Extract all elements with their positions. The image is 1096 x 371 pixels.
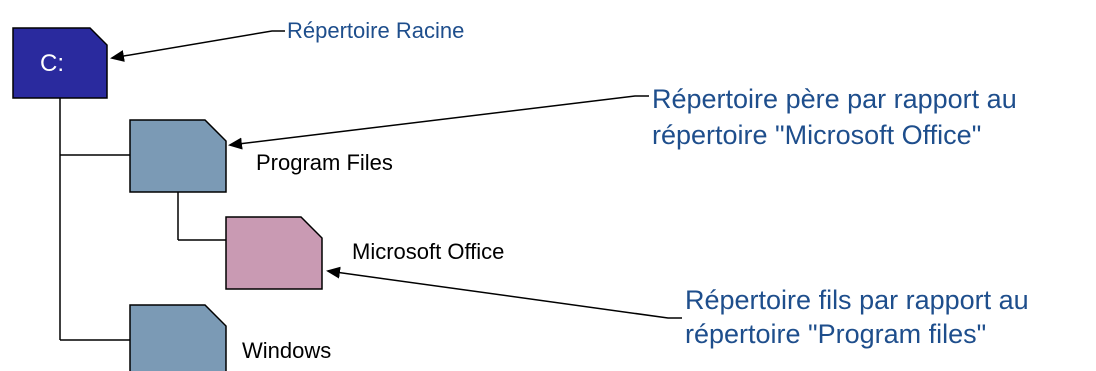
parent-annotation-line2: répertoire "Microsoft Office" xyxy=(652,120,982,150)
root-folder-label: C: xyxy=(40,50,64,77)
child-annotation-line2: répertoire "Program files" xyxy=(685,319,987,349)
parent-annotation-line1: Répertoire père par rapport au xyxy=(652,84,1017,114)
program-files-folder-icon[interactable] xyxy=(129,119,227,193)
microsoft-office-label: Microsoft Office xyxy=(352,239,505,264)
root-annotation: Répertoire Racine xyxy=(287,18,465,43)
tree-connectors xyxy=(59,98,226,341)
windows-folder-icon[interactable] xyxy=(129,304,227,371)
child-annotation-line1: Répertoire fils par rapport au xyxy=(685,285,1029,315)
root-folder-icon[interactable] xyxy=(12,27,108,99)
program-files-label: Program Files xyxy=(256,150,393,175)
child-annotation-arrow xyxy=(326,266,682,319)
parent-annotation-arrow xyxy=(228,95,649,150)
microsoft-office-folder-icon[interactable] xyxy=(225,216,323,290)
windows-label: Windows xyxy=(242,338,332,363)
root-annotation-arrow xyxy=(110,30,285,62)
